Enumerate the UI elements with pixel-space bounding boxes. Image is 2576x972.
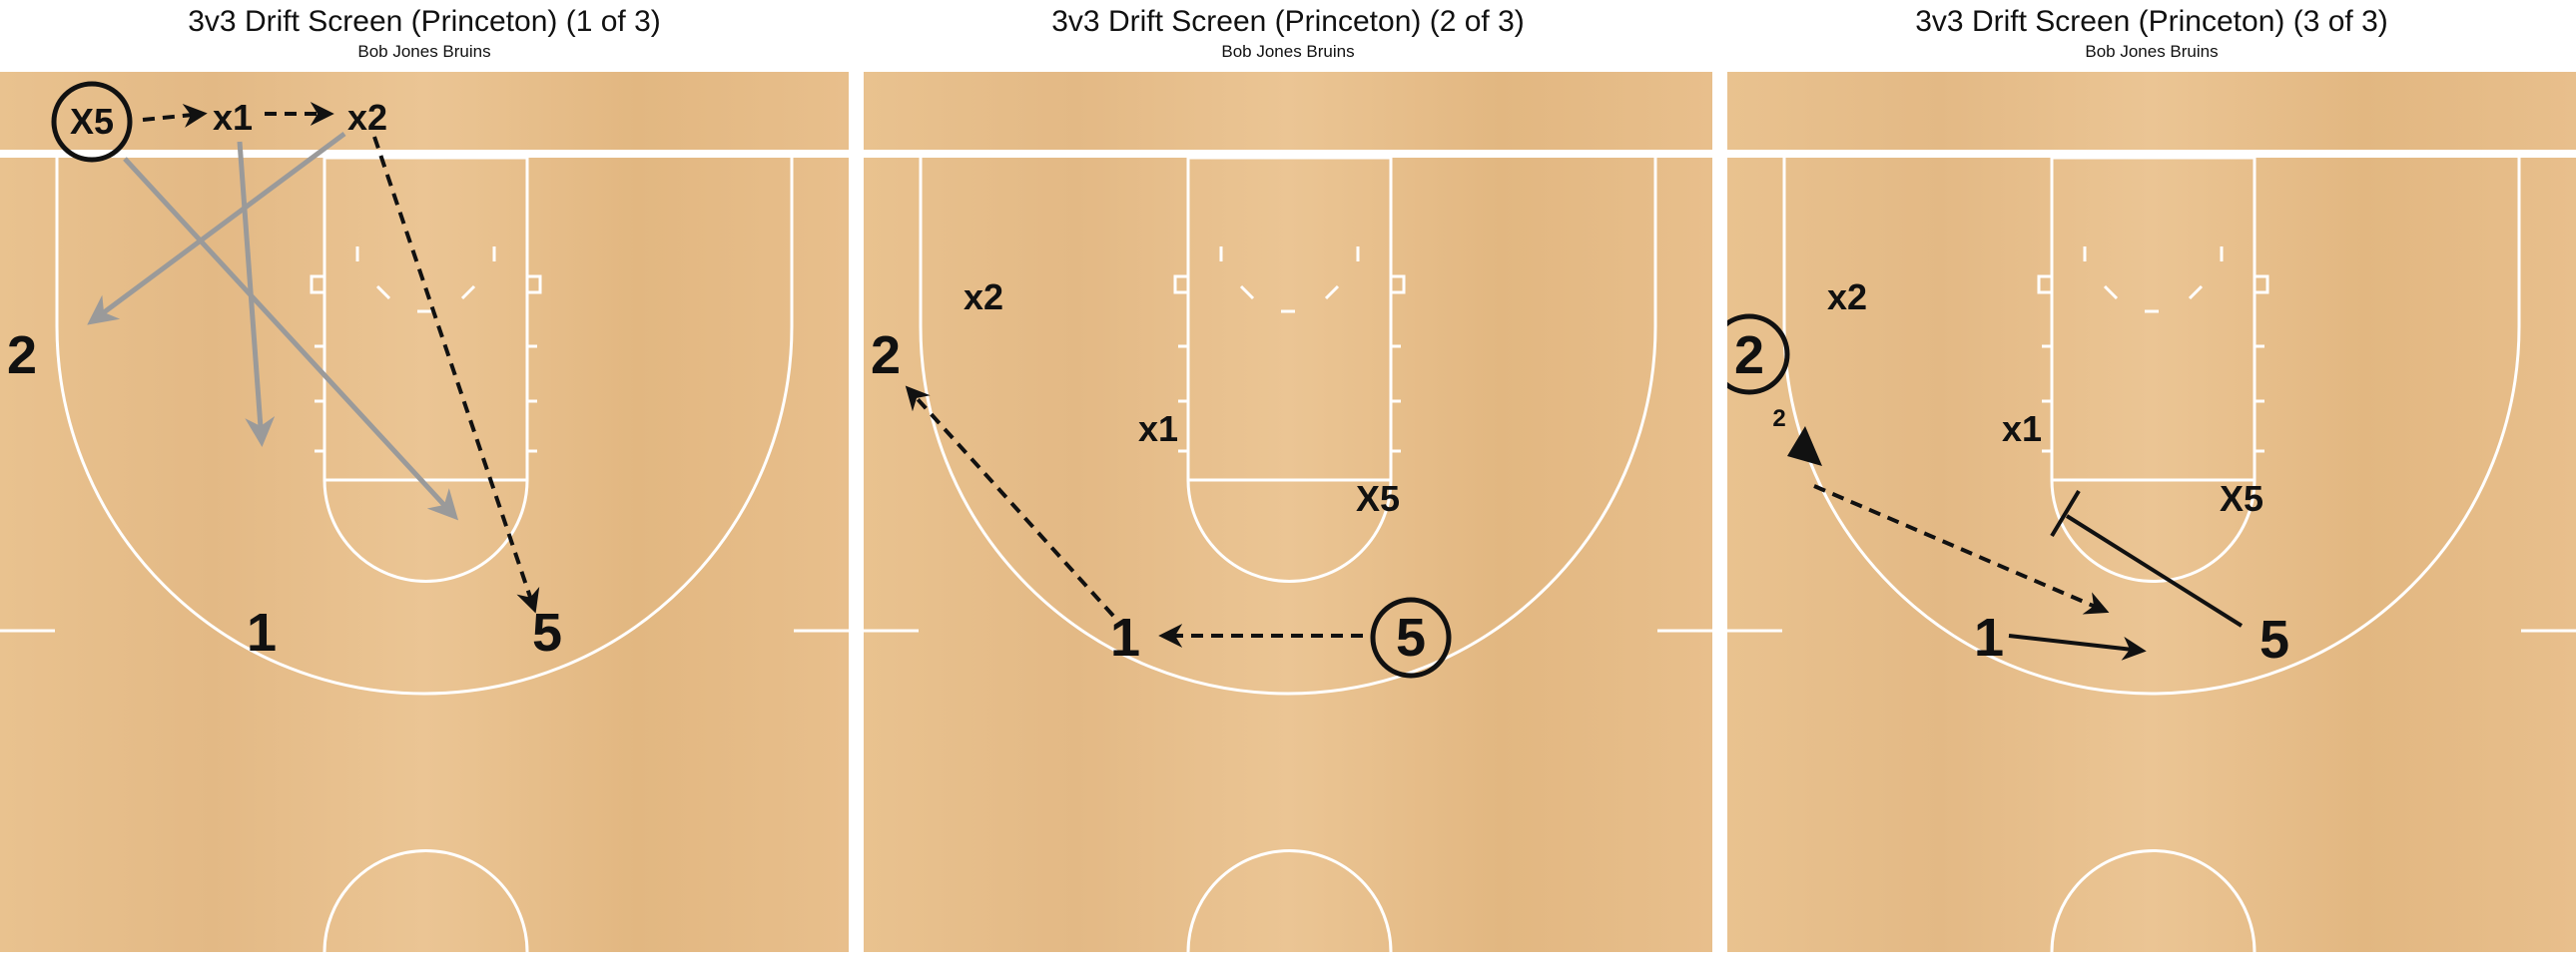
- player-1: 1: [1974, 608, 2004, 668]
- rotation-arrow: [237, 141, 276, 447]
- cut-arrow: [905, 385, 1115, 618]
- drift-number: 2: [1772, 405, 1785, 432]
- pass-arrow: [142, 103, 208, 128]
- court-lines: [864, 156, 1712, 952]
- player-1: 1: [247, 603, 277, 663]
- screen-line: [2065, 514, 2244, 628]
- baseline: [1727, 150, 2576, 158]
- baseline: [0, 150, 849, 158]
- half-court: 2 x2 2 x1 X5 1 5: [1727, 72, 2576, 952]
- half-court: x2 2 x1 X5 1 5: [864, 72, 1712, 952]
- ball-handler-circle: [1370, 597, 1452, 679]
- player-x1: x1: [2002, 408, 2042, 449]
- panel-title: 3v3 Drift Screen (Princeton) (1 of 3): [188, 5, 661, 38]
- player-x5: X5: [1356, 478, 1400, 519]
- ball-handler-circle: [1727, 313, 1790, 395]
- half-court: X5 x1 x2 2 1 5: [0, 72, 849, 952]
- cut-arrow: [372, 136, 540, 614]
- player-x2: x2: [964, 276, 1003, 317]
- player-2: 2: [871, 325, 901, 385]
- player-x5: X5: [2220, 478, 2263, 519]
- panel-title: 3v3 Drift Screen (Princeton) (2 of 3): [1051, 5, 1525, 38]
- player-2: 2: [7, 325, 37, 385]
- diagram-panel-3: 3v3 Drift Screen (Princeton) (3 of 3) Bo…: [1727, 0, 2576, 972]
- player-x2: x2: [1827, 276, 1867, 317]
- player-x1: x1: [1138, 408, 1178, 449]
- player-x5: X5: [70, 101, 114, 142]
- cut-arrow: [2008, 634, 2147, 661]
- dribble-arrow: [1813, 484, 2110, 615]
- screen-bar: [2050, 489, 2081, 538]
- ball-handler-circle: [51, 81, 133, 163]
- baseline: [864, 150, 1712, 158]
- panel-title: 3v3 Drift Screen (Princeton) (3 of 3): [1915, 5, 2388, 38]
- diagram-panel-2: 3v3 Drift Screen (Princeton) (2 of 3) Bo…: [864, 0, 1712, 972]
- player-5: 5: [2259, 610, 2289, 670]
- player-2: 2: [1734, 325, 1764, 385]
- player-5: 5: [532, 603, 562, 663]
- player-5: 5: [1396, 608, 1426, 668]
- player-x2: x2: [347, 97, 387, 138]
- court-lines: [1727, 156, 2576, 952]
- panel-subtitle: Bob Jones Bruins: [357, 42, 491, 61]
- diagram-panel-1: 3v3 Drift Screen (Princeton) (1 of 3) Bo…: [0, 0, 849, 972]
- court-lines: [0, 156, 849, 952]
- drift-arrow-head: [1787, 426, 1822, 466]
- panel-subtitle: Bob Jones Bruins: [1221, 42, 1355, 61]
- rotation-arrow: [87, 131, 346, 325]
- rotation-arrow: [123, 157, 459, 521]
- player-x1: x1: [213, 97, 253, 138]
- panel-subtitle: Bob Jones Bruins: [2085, 42, 2219, 61]
- player-1: 1: [1110, 608, 1140, 668]
